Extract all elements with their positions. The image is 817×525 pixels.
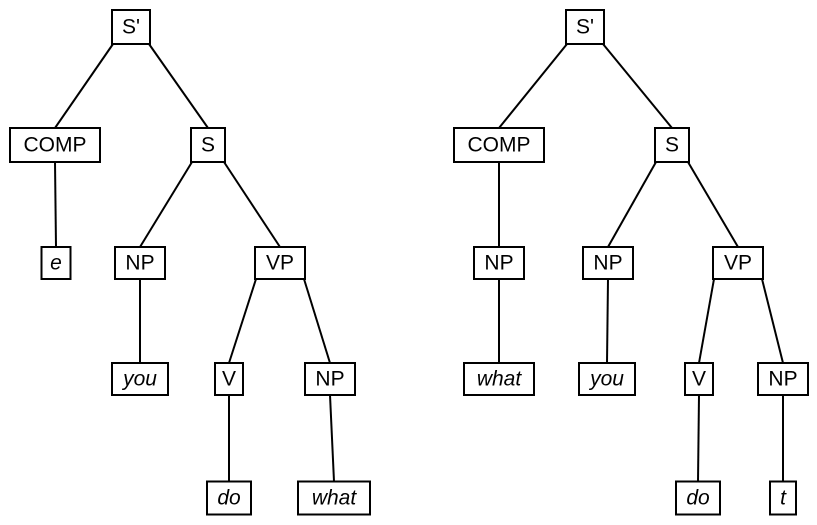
tree-node-e: e xyxy=(40,245,72,281)
tree-edge xyxy=(148,43,209,129)
node-label: do xyxy=(686,487,710,510)
node-box xyxy=(674,480,722,516)
node-box xyxy=(113,245,167,281)
node-label: t xyxy=(780,487,787,510)
tree-edge xyxy=(54,161,57,248)
tree-node-vp: VP xyxy=(711,245,765,281)
tree-node-you: you xyxy=(110,361,170,397)
node-box xyxy=(40,245,72,281)
tree-node-vp: VP xyxy=(253,245,307,281)
tree-edge xyxy=(698,278,715,364)
node-box xyxy=(253,245,307,281)
tree-node-s: S xyxy=(653,126,691,164)
tree-edge xyxy=(228,278,257,364)
tree-edge xyxy=(303,278,331,364)
node-box xyxy=(768,480,798,516)
node-box xyxy=(303,361,357,397)
node-label: V xyxy=(222,368,236,391)
node-label: you xyxy=(121,368,157,391)
node-label: what xyxy=(312,487,358,510)
tree-node-what: what xyxy=(462,361,536,397)
node-label: what xyxy=(477,368,523,391)
tree-edge xyxy=(697,394,700,482)
tree-edge xyxy=(329,394,335,482)
node-label: you xyxy=(588,368,624,391)
tree-node-v: V xyxy=(683,361,715,397)
tree-node-np: NP xyxy=(113,245,167,281)
tree-edge xyxy=(761,278,784,364)
tree-edge xyxy=(54,43,114,129)
tree-node-s: S xyxy=(189,126,227,164)
node-label: e xyxy=(50,252,62,275)
tree-node-np: NP xyxy=(472,245,526,281)
node-label: S' xyxy=(576,16,594,39)
edges-layer xyxy=(54,43,784,482)
tree-edge xyxy=(139,161,193,248)
tree-node-np: NP xyxy=(756,361,810,397)
node-label: NP xyxy=(768,368,797,391)
tree-node-comp: COMP xyxy=(452,126,546,164)
node-box xyxy=(577,361,637,397)
tree-edge xyxy=(687,161,739,248)
tree-node-do: do xyxy=(205,480,253,516)
node-label: S xyxy=(665,134,679,157)
node-label: COMP xyxy=(24,134,87,157)
node-label: NP xyxy=(593,252,622,275)
tree-node-comp: COMP xyxy=(8,126,102,164)
node-box xyxy=(110,361,170,397)
node-box xyxy=(205,480,253,516)
node-label: do xyxy=(217,487,241,510)
tree-node-np: NP xyxy=(303,361,357,397)
tree-node-v: V xyxy=(213,361,245,397)
tree-node-you: you xyxy=(577,361,637,397)
node-label: VP xyxy=(724,252,752,275)
tree-edge xyxy=(602,43,673,129)
node-box xyxy=(653,126,691,164)
node-label: S xyxy=(201,134,215,157)
node-label: NP xyxy=(125,252,154,275)
node-box xyxy=(110,8,152,46)
node-box xyxy=(683,361,715,397)
node-label: NP xyxy=(315,368,344,391)
node-box xyxy=(472,245,526,281)
tree-edge xyxy=(498,43,568,129)
tree-edge xyxy=(607,161,657,248)
node-box xyxy=(564,8,606,46)
node-box xyxy=(756,361,810,397)
node-box xyxy=(462,361,536,397)
node-label: V xyxy=(692,368,706,391)
node-label: S' xyxy=(122,16,140,39)
node-box xyxy=(581,245,635,281)
tree-edge xyxy=(223,161,281,248)
node-box xyxy=(452,126,546,164)
tree-node-np: NP xyxy=(581,245,635,281)
node-label: NP xyxy=(484,252,513,275)
tree-node-what: what xyxy=(296,480,372,516)
node-box xyxy=(213,361,245,397)
node-box xyxy=(189,126,227,164)
node-box xyxy=(296,480,372,516)
tree-edge xyxy=(606,278,609,364)
tree-node-sbar: S' xyxy=(110,8,152,46)
tree-node-sbar: S' xyxy=(564,8,606,46)
tree-node-t: t xyxy=(768,480,798,516)
node-box xyxy=(711,245,765,281)
node-label: COMP xyxy=(468,134,531,157)
tree-node-do: do xyxy=(674,480,722,516)
node-box xyxy=(8,126,102,164)
node-label: VP xyxy=(266,252,294,275)
